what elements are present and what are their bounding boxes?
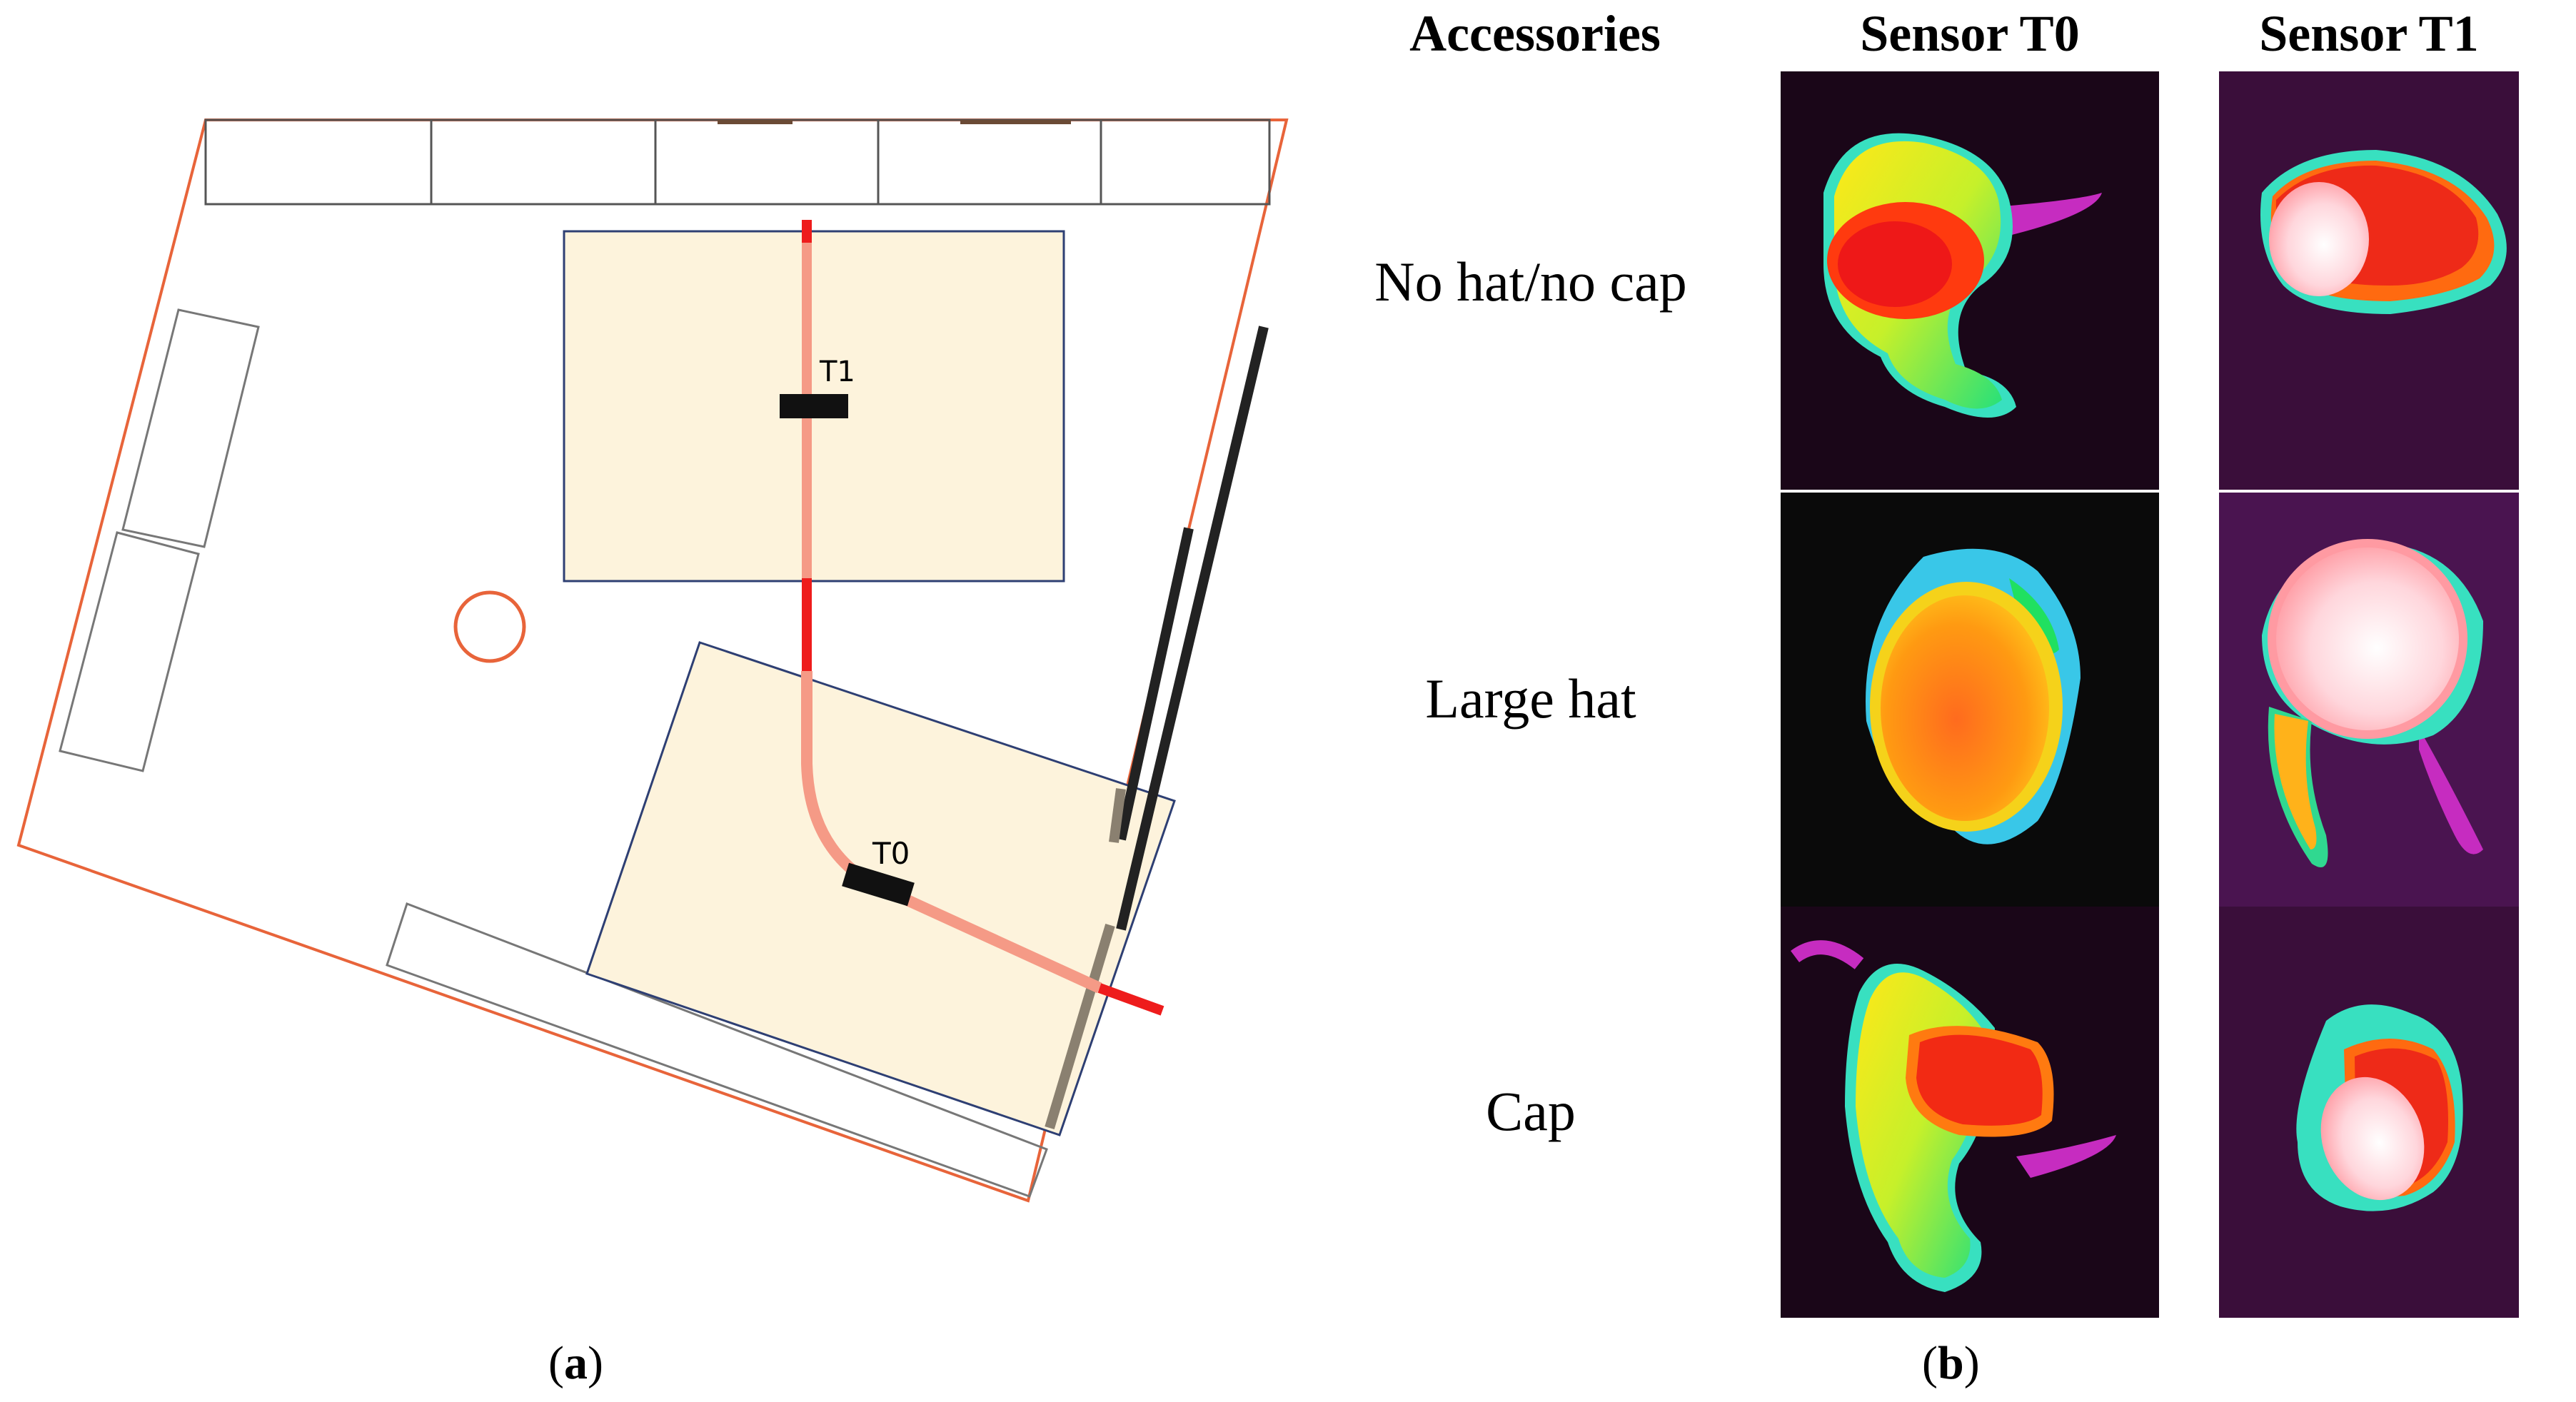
sensor-t1-label: T1 — [819, 355, 855, 388]
top-cabinets — [204, 118, 1271, 206]
row-label-no-hat: No hat/no cap — [1374, 251, 1687, 313]
caption-b: (b) — [1922, 1337, 1980, 1389]
thermal-t1-large-hat — [2219, 493, 2519, 907]
sensor-t0-label: T0 — [872, 836, 910, 871]
row-label-cap: Cap — [1486, 1080, 1576, 1142]
thermal-t0-large-hat — [1781, 493, 2159, 907]
left-bench-lower — [59, 531, 200, 772]
sensor-t1-marker — [780, 394, 848, 418]
sensor-t0-marker — [842, 862, 915, 907]
header-sensor-t0: Sensor T0 — [1860, 5, 2080, 62]
thermal-t1-no-hat — [2219, 71, 2519, 490]
header-sensor-t1: Sensor T1 — [2259, 5, 2479, 62]
thermal-t0-cap — [1781, 907, 2159, 1318]
caption-a: (a) — [548, 1337, 603, 1389]
room-marker-circle — [453, 590, 526, 663]
thermal-t0-no-hat — [1781, 71, 2159, 490]
bottom-bench — [386, 902, 1048, 1198]
floor-plan: T1 T0 — [16, 118, 1289, 1203]
row-label-large-hat: Large hat — [1425, 667, 1636, 730]
left-bench-upper — [121, 308, 260, 548]
window-bars — [1045, 326, 1269, 1130]
header-accessories: Accessories — [1409, 5, 1661, 62]
thermal-t1-cap — [2219, 907, 2519, 1318]
